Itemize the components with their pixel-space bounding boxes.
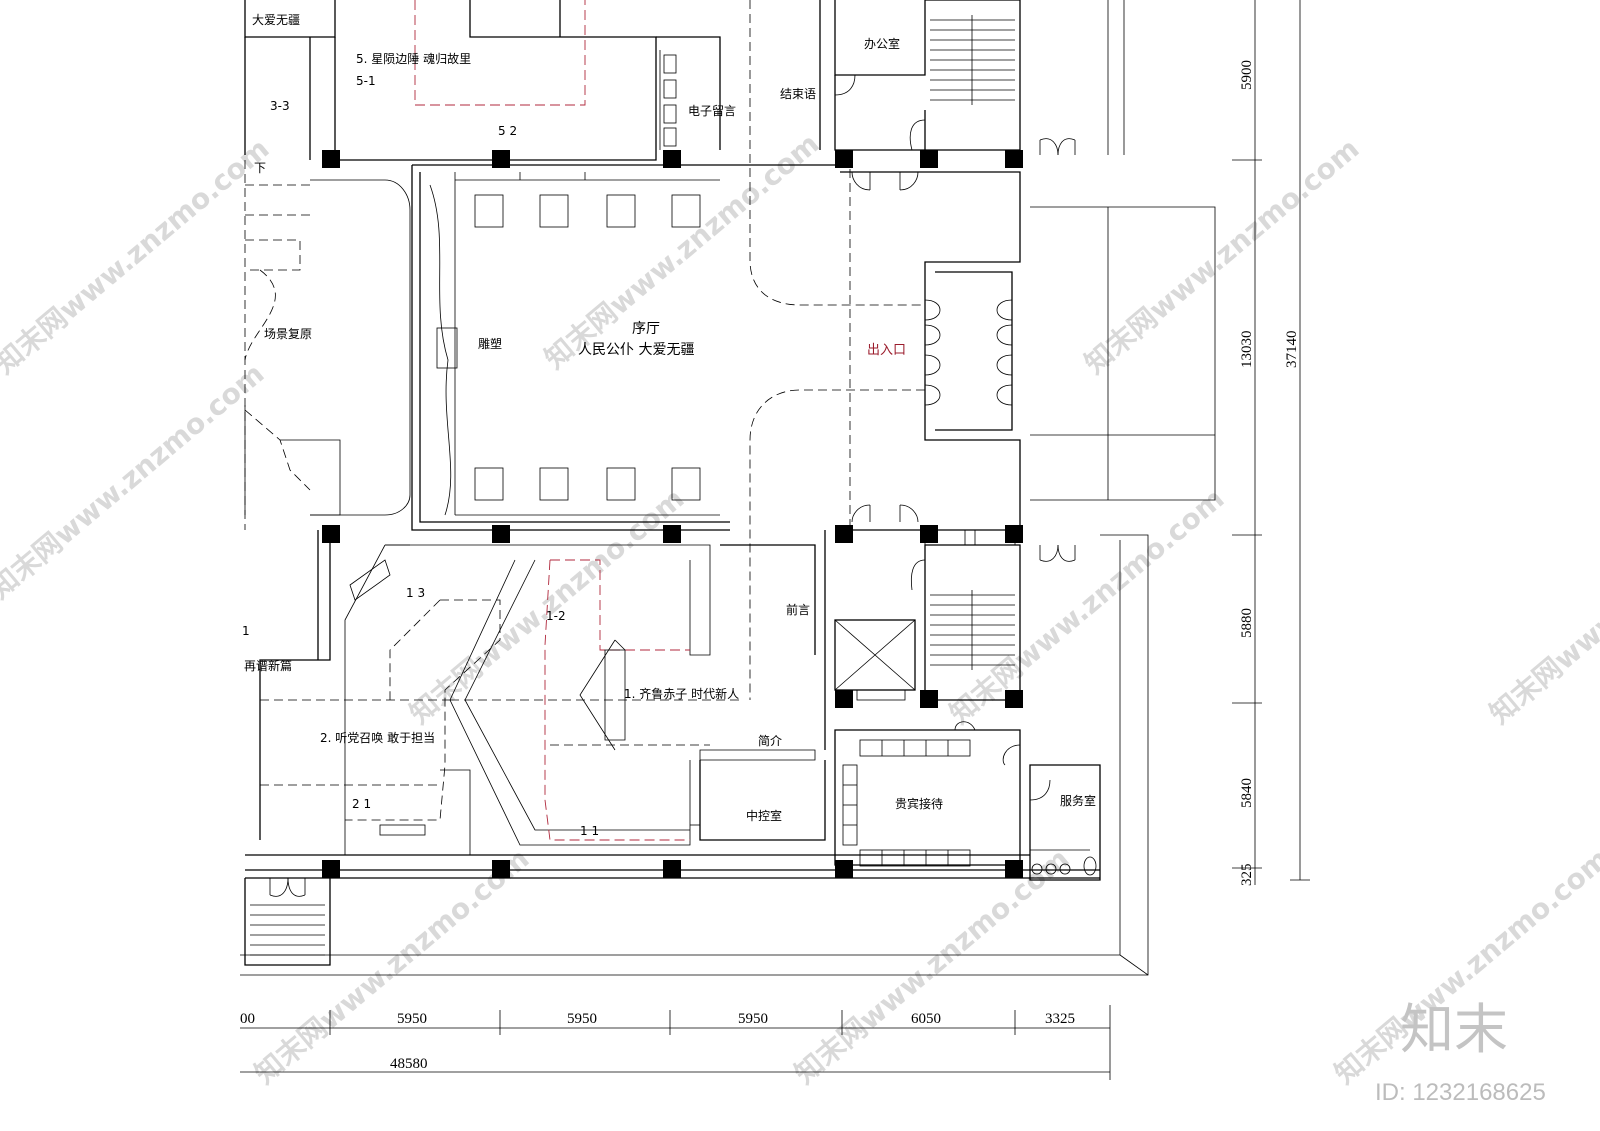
label-sculpture: 雕塑: [478, 336, 502, 351]
label-top-left-title: 大爱无疆: [252, 13, 300, 27]
label-office: 办公室: [864, 36, 900, 51]
label-code-1: 1: [242, 624, 250, 638]
label-code-1-3: 1 3: [406, 586, 425, 600]
label-section5-code1: 5-1: [356, 74, 376, 88]
label-control-room: 中控室: [746, 808, 782, 823]
column: [835, 690, 853, 708]
label-section5-title: 5. 星陨边陲 魂归故里: [356, 51, 471, 66]
column: [1005, 525, 1023, 543]
column: [492, 860, 510, 878]
label-code-2-1: 2 1: [352, 797, 371, 811]
dim-bottom: 00: [240, 1011, 255, 1027]
site-boundary: [240, 0, 1216, 976]
column: [663, 150, 681, 168]
column: [1005, 150, 1023, 168]
dim-bottom: 5950: [397, 1011, 427, 1027]
label-service-room: 服务室: [1060, 793, 1096, 808]
watermark-text: 知末网www.znzmo.com: [1078, 132, 1365, 380]
column: [492, 525, 510, 543]
columns: [322, 150, 1023, 878]
brand-logo-text: 知末: [1400, 998, 1508, 1061]
column: [663, 860, 681, 878]
column: [835, 525, 853, 543]
dim-right: 5900: [1239, 60, 1255, 90]
dim-right: 13030: [1239, 331, 1255, 369]
label-section-new: 再谱新篇: [244, 658, 292, 673]
watermark-text: 知末网www.znzmo.com: [788, 842, 1075, 1090]
column: [920, 525, 938, 543]
dim-bottom: 5950: [567, 1011, 597, 1027]
label-section5-code2: 5 2: [498, 124, 517, 138]
column: [835, 150, 853, 168]
stair-top: [930, 15, 1015, 105]
dimensions-right: 5900 13030 5880 5840 325 37140: [1232, 0, 1310, 886]
column: [920, 150, 938, 168]
stair-bottom: [930, 590, 1015, 670]
label-ending: 结束语: [780, 87, 816, 101]
watermark-text: 知末网www.znzmo.com: [1483, 482, 1600, 730]
column: [322, 150, 340, 168]
dim-right: 5840: [1239, 778, 1255, 808]
dim-right: 325: [1239, 864, 1255, 887]
label-scene-restoration: 场景复原: [264, 327, 312, 341]
brand-watermark: 知末 ID: 1232168625: [1375, 998, 1546, 1106]
room-labels: 大爱无疆 5. 星陨边陲 魂归故里 5-1 5 2 3-3 下 场景复原 办公室…: [242, 13, 1096, 838]
column: [492, 150, 510, 168]
dim-right: 5880: [1239, 608, 1255, 638]
label-code-3-3: 3-3: [270, 99, 290, 113]
label-code-1-2: 1-2: [546, 609, 566, 623]
label-hall-title: 序厅: [632, 321, 660, 337]
label-char-xia: 下: [254, 161, 266, 175]
dimensions-bottom: 00 5950 5950 5950 6050 3325 48580: [240, 1005, 1111, 1080]
column: [920, 690, 938, 708]
column: [322, 860, 340, 878]
label-hall-subtitle: 人民公仆 大爱无疆: [578, 342, 694, 358]
column: [322, 525, 340, 543]
watermark-text: 知末网www.znzmo.com: [538, 127, 825, 375]
label-intro: 简介: [758, 734, 782, 748]
label-message: 电子留言: [688, 104, 736, 118]
column: [835, 860, 853, 878]
watermark-text: 知末网www.znzmo.com: [0, 132, 275, 380]
label-foreword: 前言: [786, 602, 810, 617]
label-code-1-1: 1 1: [580, 824, 599, 838]
dim-bottom: 5950: [738, 1011, 768, 1027]
label-vip-reception: 贵宾接待: [895, 796, 943, 811]
watermark-text: 知末网www.znzmo.com: [248, 842, 535, 1090]
entrance-doors: [851, 138, 1076, 562]
dim-right-total: 37140: [1284, 331, 1300, 369]
label-entrance: 出入口: [867, 343, 906, 358]
dim-bottom: 3325: [1045, 1011, 1075, 1027]
label-section1-title: 1. 齐鲁赤子 时代新人: [624, 686, 739, 701]
watermark-text: 知末网www.znzmo.com: [943, 482, 1230, 730]
watermark-text: 知末网www.znzmo.com: [0, 357, 270, 605]
circulation-lines: [414, 0, 925, 700]
dim-bottom-total: 48580: [390, 1056, 428, 1072]
column: [1005, 860, 1023, 878]
column: [1005, 690, 1023, 708]
dim-bottom: 6050: [911, 1011, 941, 1027]
building-walls: [244, 0, 1101, 966]
watermark-id: ID: 1232168625: [1375, 1079, 1546, 1106]
column: [663, 525, 681, 543]
label-section2-title: 2. 听党召唤 敢于担当: [320, 730, 435, 745]
